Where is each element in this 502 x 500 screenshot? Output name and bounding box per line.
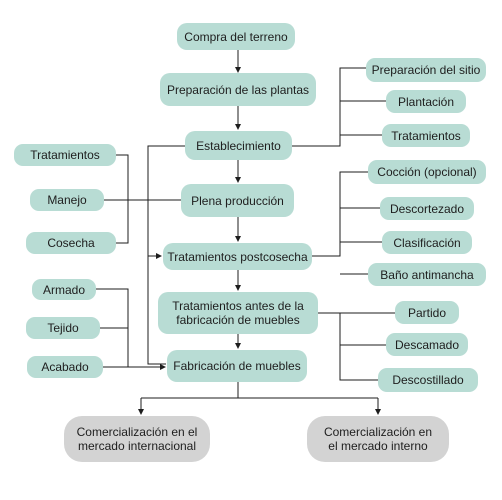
node-armado: Armado (32, 279, 96, 300)
bracket-left-establecimiento (147, 145, 185, 365)
node-coccion: Cocción (opcional) (368, 160, 486, 184)
node-fabricacion-muebles: Fabricación de muebles (167, 350, 307, 382)
node-compra-terreno: Compra del terreno (177, 23, 295, 50)
node-cosecha: Cosecha (26, 232, 116, 254)
node-manejo: Manejo (30, 189, 104, 211)
node-mercado-interno: Comercialización en el mercado interno (307, 416, 449, 462)
node-preparacion-sitio: Preparación del sitio (366, 58, 486, 82)
node-acabado: Acabado (27, 356, 103, 378)
bracket-fabricacion-inputs (96, 288, 129, 368)
node-partido: Partido (395, 301, 459, 324)
bracket-plena-inputs (104, 154, 181, 244)
node-tejido: Tejido (26, 317, 100, 339)
node-tratamientos-postcosecha: Tratamientos postcosecha (163, 243, 312, 270)
node-preparacion-plantas: Preparación de las plantas (160, 73, 316, 106)
node-plena-produccion: Plena producción (181, 184, 294, 217)
bracket-establecimiento (292, 67, 386, 147)
bracket-antes-fabricacion (318, 312, 395, 381)
node-descortezado: Descortezado (380, 197, 474, 220)
node-mercado-internacional: Comercialización en el mercado internaci… (64, 416, 210, 462)
node-tratamientos-establecimiento: Tratamientos (382, 124, 470, 147)
node-tratamientos-antes-fabricacion: Tratamientos antes de la fabricación de … (158, 292, 318, 334)
node-bano-antimancha: Baño antimancha (368, 263, 486, 286)
node-plantacion: Plantación (386, 90, 466, 113)
bracket-postcosecha (312, 171, 382, 275)
node-clasificacion: Clasificación (382, 231, 472, 254)
node-descamado: Descamado (386, 333, 468, 356)
node-tratamientos-plena: Tratamientos (14, 144, 116, 166)
node-establecimiento: Establecimiento (185, 131, 292, 160)
node-descostillado: Descostillado (378, 368, 478, 392)
bracket-markets (141, 382, 378, 399)
